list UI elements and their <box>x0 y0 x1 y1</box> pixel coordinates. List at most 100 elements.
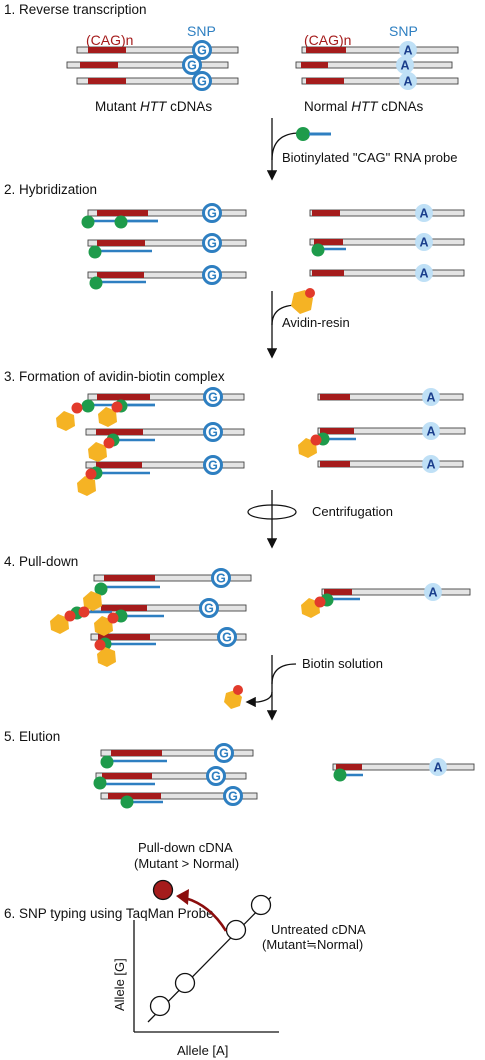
cag-repeat-segment <box>301 62 328 68</box>
snp-g-marker: G <box>199 598 219 618</box>
untreated-point <box>225 919 247 941</box>
step-6-heading: 6. SNP typing using TaqMan Probe <box>4 906 214 921</box>
snp-g-letter: G <box>208 459 218 473</box>
avidin-biotin-link <box>85 468 97 480</box>
cdna-strand <box>309 269 465 277</box>
snp-label-mutant: SNP <box>187 23 216 39</box>
snp-a-letter: A <box>419 236 428 250</box>
snp-g-circle <box>206 766 226 786</box>
snp-a-circle <box>429 758 447 776</box>
avidin-biotin-link <box>314 596 326 608</box>
snp-g-marker: G <box>214 743 234 763</box>
biotin-tag <box>88 245 102 259</box>
snp-g-letter: G <box>208 426 218 440</box>
cag-repeat-segment <box>320 461 350 467</box>
biotin-tag <box>100 755 114 769</box>
cdna-strand <box>66 61 229 69</box>
step-5-heading: 5. Elution <box>4 729 60 744</box>
snp-a-letter: A <box>403 44 412 58</box>
snp-a-marker: A <box>422 388 440 406</box>
snp-g-circle <box>182 55 202 75</box>
cdna-strand <box>90 633 247 641</box>
cag-repeat-segment <box>97 272 144 278</box>
snp-g-circle <box>223 786 243 806</box>
enrichment-arrowhead <box>176 889 189 905</box>
snp-a-circle <box>399 41 417 59</box>
step-2-heading: 2. Hybridization <box>4 182 97 197</box>
snp-g-circle <box>203 422 223 442</box>
cag-repeat-segment <box>320 394 350 400</box>
cdna-strand <box>301 77 459 85</box>
snp-a-letter: A <box>426 458 435 472</box>
snp-g-circle <box>211 568 231 588</box>
snp-a-marker: A <box>415 204 433 222</box>
snp-g-letter: G <box>216 572 226 586</box>
snp-a-marker: A <box>429 758 447 776</box>
snp-a-letter: A <box>419 267 428 281</box>
probe-reagent-label: Biotinylated "CAG" RNA probe <box>282 150 457 165</box>
snp-a-letter: A <box>419 207 428 221</box>
snp-g-marker: G <box>217 627 237 647</box>
snp-a-circle <box>415 233 433 251</box>
snp-a-circle <box>399 72 417 90</box>
cag-repeat-segment <box>80 62 118 68</box>
snp-a-marker: A <box>415 233 433 251</box>
untreated-label-line2: (Mutant≒Normal) <box>262 937 363 952</box>
cag-repeat-segment <box>97 240 145 246</box>
snp-g-circle <box>202 203 222 223</box>
cag-repeat-segment <box>102 773 152 779</box>
cdna-strand <box>100 749 254 757</box>
avidin-resin <box>88 442 107 462</box>
cag-repeat-segment <box>88 78 126 84</box>
biotin-solution-label: Biotin solution <box>302 656 383 671</box>
snp-g-marker: G <box>206 766 226 786</box>
snp-g-marker: G <box>192 71 212 91</box>
cag-repeat-segment <box>314 239 343 245</box>
step-1-heading: 1. Reverse transcription <box>4 2 147 17</box>
snp-g-letter: G <box>187 59 197 73</box>
avidin-resin <box>83 591 102 611</box>
cdna-strand <box>317 393 464 401</box>
cdna-strand <box>100 792 258 800</box>
snp-g-circle <box>202 265 222 285</box>
step-3-heading: 3. Formation of avidin-biotin complex <box>4 369 225 384</box>
avidin-resin <box>94 616 113 636</box>
snp-g-marker: G <box>203 387 223 407</box>
snp-g-letter: G <box>228 790 238 804</box>
snp-a-marker: A <box>396 56 414 74</box>
avidin-biotin-link <box>103 437 115 449</box>
avidin-resin <box>50 614 69 634</box>
snp-a-letter: A <box>426 425 435 439</box>
avidin-biotin-link <box>107 612 119 624</box>
cag-repeat-segment <box>88 47 126 53</box>
cag-repeat-segment <box>96 429 143 435</box>
avidin-biotin-link <box>94 639 106 651</box>
cdna-strand <box>95 772 247 780</box>
cdna-strand <box>309 238 465 246</box>
snp-a-marker: A <box>399 41 417 59</box>
cag-repeat-segment <box>312 270 344 276</box>
snp-a-letter: A <box>428 586 437 600</box>
avidin-biotin-link <box>310 434 322 446</box>
avidin-biotin-dot-reagent <box>305 288 315 298</box>
snp-g-letter: G <box>219 747 229 761</box>
avidin-biotin-link <box>64 610 76 622</box>
cdna-strand <box>309 209 465 217</box>
released-avidin-arrow <box>245 691 273 708</box>
centrifugation-label: Centrifugation <box>312 504 393 519</box>
snp-g-marker: G <box>203 422 223 442</box>
cdna-strand <box>85 428 245 436</box>
snp-g-letter: G <box>204 602 214 616</box>
biotin-tag <box>120 795 134 809</box>
avidin-resin <box>97 647 116 667</box>
snp-g-marker: G <box>223 786 243 806</box>
biotin-tag <box>89 276 103 290</box>
avidin-resin <box>56 411 75 431</box>
cag-repeat-segment <box>96 462 142 468</box>
snp-a-circle <box>422 455 440 473</box>
cag-repeat-segment <box>320 428 354 434</box>
snp-a-marker: A <box>424 583 442 601</box>
cdna-strands <box>66 46 475 800</box>
snp-g-letter: G <box>222 631 232 645</box>
